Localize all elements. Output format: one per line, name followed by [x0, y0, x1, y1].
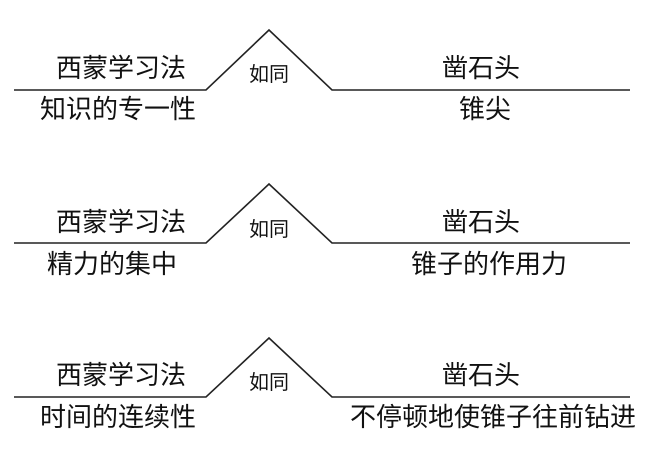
- row-3-connector: 如同: [249, 370, 289, 394]
- row-3-left-bottom: 时间的连续性: [40, 403, 197, 433]
- row-2-connector: 如同: [249, 217, 289, 241]
- row-2-baseline: [14, 182, 630, 244]
- row-3-right-bottom: 不停顿地使锥子往前钻进: [350, 403, 637, 433]
- row-2-left-top: 西蒙学习法: [56, 208, 187, 238]
- row-3-left-top: 西蒙学习法: [56, 361, 187, 391]
- row-1-left-top: 西蒙学习法: [56, 54, 187, 84]
- row-1-baseline: [14, 28, 630, 91]
- row-2-right-bottom: 锥子的作用力: [411, 250, 568, 280]
- row-3-baseline: [14, 336, 630, 398]
- row-2-left-bottom: 精力的集中: [47, 250, 178, 280]
- row-1-connector: 如同: [249, 62, 289, 86]
- row-1-right-bottom: 锥尖: [459, 95, 512, 125]
- row-3-right-top: 凿石头: [442, 361, 521, 391]
- row-2-right-top: 凿石头: [442, 208, 521, 238]
- row-1-left-bottom: 知识的专一性: [40, 95, 197, 125]
- row-1-right-top: 凿石头: [442, 54, 521, 84]
